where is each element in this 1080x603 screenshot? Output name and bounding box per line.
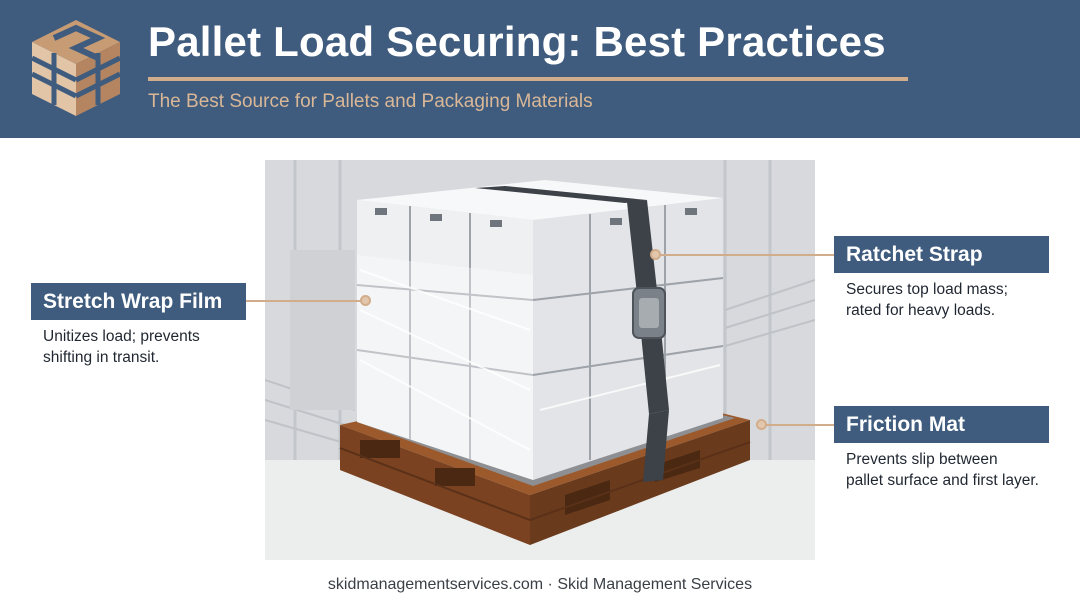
stretch-wrap-line-2: shifting in transit. — [43, 349, 160, 366]
ratchet-strap-line-2: rated for heavy loads. — [846, 302, 996, 319]
ratchet-strap-marker-dot — [650, 249, 661, 260]
pallet-illustration — [265, 160, 815, 560]
ratchet-strap-line-1: Secures top load mass; — [846, 281, 1008, 298]
friction-mat-line-1: Prevents slip between — [846, 451, 998, 468]
friction-mat-label: Friction Mat — [834, 406, 1049, 443]
pallet-logo-icon — [30, 20, 122, 116]
footer-credit: skidmanagementservices.com · Skid Manage… — [327, 576, 753, 593]
friction-mat-description: Prevents slip between pallet surface and… — [846, 449, 1039, 491]
ratchet-strap-label: Ratchet Strap — [834, 236, 1049, 273]
friction-mat-line-2: pallet surface and first layer. — [846, 472, 1039, 489]
stretch-wrap-leader-line — [246, 300, 366, 302]
friction-mat-leader-line — [762, 424, 834, 426]
ratchet-strap-leader-line — [656, 254, 834, 256]
ratchet-strap-description: Secures top load mass; rated for heavy l… — [846, 279, 1008, 321]
header-banner: Pallet Load Securing: Best Practices The… — [0, 0, 1080, 138]
page-subtitle: The Best Source for Pallets and Packagin… — [148, 91, 593, 112]
stretch-wrap-marker-dot — [360, 295, 371, 306]
title-underline — [148, 77, 908, 81]
friction-mat-marker-dot — [756, 419, 767, 430]
stretch-wrap-line-1: Unitizes load; prevents — [43, 328, 200, 345]
stretch-wrap-label: Stretch Wrap Film — [31, 283, 246, 320]
stretch-wrap-description: Unitizes load; prevents shifting in tran… — [43, 326, 200, 368]
page-title: Pallet Load Securing: Best Practices — [148, 18, 886, 65]
